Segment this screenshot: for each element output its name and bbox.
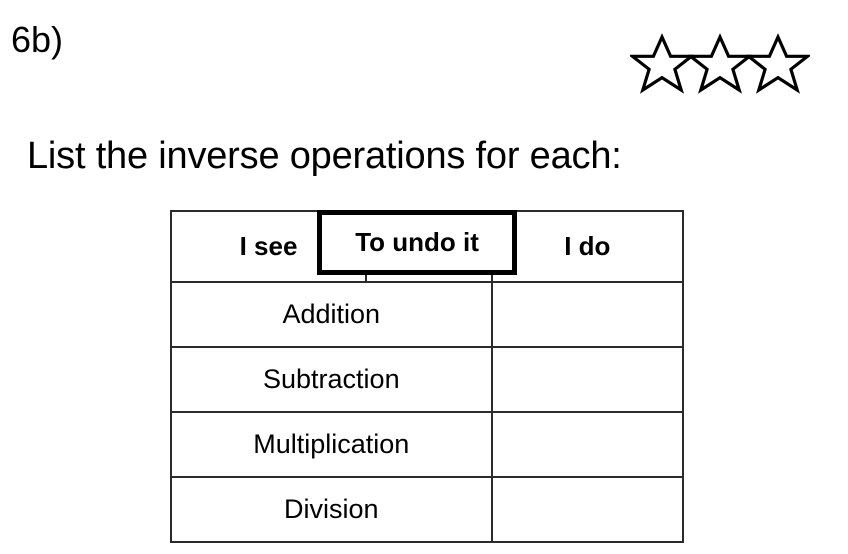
table-row: Subtraction <box>170 346 685 413</box>
operation-label-division: Division <box>170 476 493 543</box>
table-row: Addition <box>170 281 685 348</box>
answer-cell-division[interactable] <box>490 476 685 543</box>
operation-label-multiplication: Multiplication <box>170 411 493 478</box>
table-row: Division <box>170 476 685 543</box>
star-outline-icon <box>746 33 810 94</box>
answer-cell-addition[interactable] <box>490 281 685 348</box>
operation-label-addition: Addition <box>170 281 493 348</box>
table-row: Multiplication <box>170 411 685 478</box>
difficulty-star-rating <box>630 28 816 100</box>
question-prompt: List the inverse operations for each: <box>27 135 622 177</box>
header-to-undo-it-cell: To undo it <box>317 210 518 283</box>
table-header-row: I see To undo it I do <box>169 210 685 283</box>
answer-cell-subtraction[interactable] <box>490 346 685 413</box>
question-number: 6b) <box>11 19 64 60</box>
inverse-operations-table: I see To undo it I do Addition Subtracti… <box>169 210 685 543</box>
star-outline-icon <box>630 33 694 94</box>
operation-label-subtraction: Subtraction <box>170 346 493 413</box>
inverse-operations-table-wrap: I see To undo it I do Addition Subtracti… <box>169 210 685 543</box>
header-to-undo-it-highlight: To undo it <box>317 210 518 275</box>
header-i-do: I do <box>490 210 685 283</box>
answer-cell-multiplication[interactable] <box>490 411 685 478</box>
star-outline-icon <box>688 33 752 94</box>
